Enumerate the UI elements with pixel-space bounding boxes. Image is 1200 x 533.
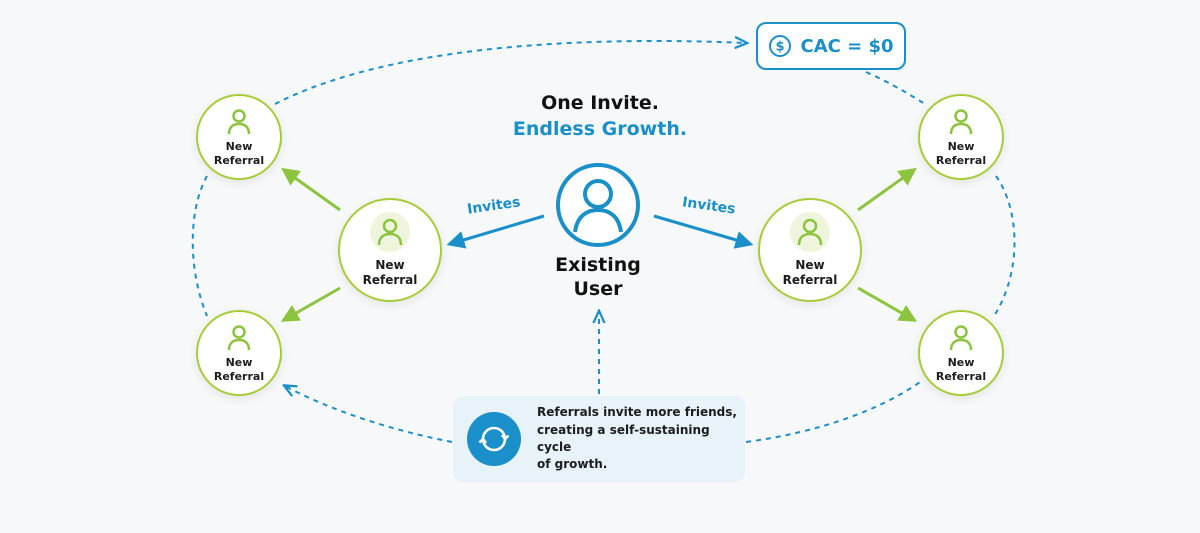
user-icon (227, 325, 251, 351)
referral-node-right-bottom: New Referral (918, 310, 1004, 396)
referral-node-left-top: New Referral (196, 94, 282, 180)
user-icon (227, 109, 251, 135)
referral-node-right-mid: New Referral (758, 198, 862, 302)
referral-label: New Referral (362, 258, 418, 287)
user-icon (556, 163, 640, 247)
cycle-arc-left (191, 175, 208, 317)
invite-arrow-left (446, 214, 545, 249)
referral-label: New Referral (213, 140, 265, 167)
referral-node-right-top: New Referral (918, 94, 1004, 180)
user-icon (797, 218, 823, 246)
referral-arrow-left-up (281, 167, 341, 212)
user-icon (949, 109, 973, 135)
cycle-info-box: Referrals invite more friends, creating … (453, 396, 745, 482)
existing-user-label: Existing User (555, 254, 641, 300)
invite-arrow-right (653, 214, 754, 249)
refresh-cycle-icon (467, 412, 521, 466)
cycle-arc-bottom-left (285, 386, 453, 443)
title-line-1: One Invite. (541, 92, 659, 114)
referral-node-left-bottom: New Referral (196, 310, 282, 396)
cac-label: CAC = $0 (800, 35, 894, 57)
referral-label: New Referral (935, 356, 987, 383)
referral-arrow-right-down (857, 286, 918, 322)
cycle-arc-top-right (865, 71, 926, 105)
referral-node-left-mid: New Referral (338, 198, 442, 302)
dollar-circle-icon: $ (769, 35, 792, 57)
user-icon (377, 218, 403, 246)
user-icon (949, 325, 973, 351)
cac-badge: $ CAC = $0 (756, 22, 906, 70)
cycle-description: Referrals invite more friends, creating … (537, 405, 737, 472)
cycle-arc-bottom-right (745, 381, 921, 443)
svg-text:$: $ (776, 40, 785, 55)
referral-arrow-left-down (280, 286, 341, 322)
cycle-arc-right (993, 175, 1016, 317)
referral-label: New Referral (935, 140, 987, 167)
cycle-arc-top-left (274, 41, 746, 105)
title-line-2: Endless Growth. (512, 118, 688, 140)
referral-label: New Referral (213, 356, 265, 383)
referral-label: New Referral (782, 258, 838, 287)
referral-arrow-right-up (857, 167, 917, 212)
